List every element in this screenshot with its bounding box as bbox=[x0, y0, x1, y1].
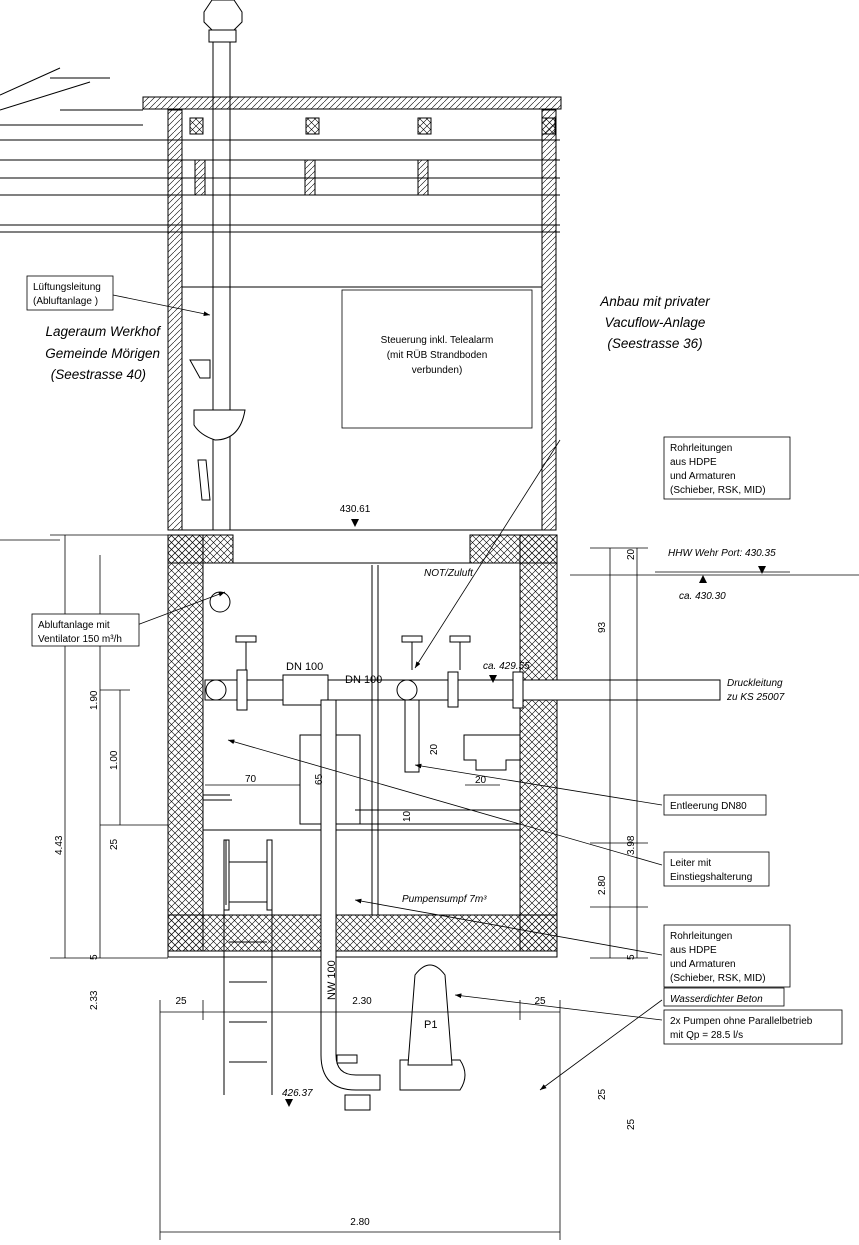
pumpen-line2: mit Qp = 28.5 l/s bbox=[670, 1030, 743, 1041]
abluft-line1: Abluftanlage mit bbox=[38, 620, 110, 631]
dim-right-93: 93 bbox=[597, 621, 608, 633]
dim-right-20: 20 bbox=[626, 548, 637, 560]
level-bottom: 426.37 bbox=[282, 1088, 313, 1099]
upper-walls bbox=[167, 109, 557, 531]
dim-left-233: 2.33 bbox=[89, 990, 100, 1010]
level-ca-ground: ca. 430.30 bbox=[679, 591, 726, 602]
right-room-line3: (Seestrasse 36) bbox=[607, 336, 702, 351]
dim-left-5: 5 bbox=[89, 954, 100, 960]
dim-inner-20a: 20 bbox=[429, 743, 440, 755]
dn100-label-b: DN 100 bbox=[345, 674, 382, 686]
dim-right-25a: 25 bbox=[597, 1088, 608, 1100]
left-room-line3: (Seestrasse 40) bbox=[51, 367, 146, 382]
p1-label: P1 bbox=[424, 1019, 437, 1031]
rohr-bottom-line1: Rohrleitungen bbox=[670, 931, 732, 942]
pumpensumpf-label: Pumpensumpf 7m³ bbox=[402, 894, 487, 905]
level-markers bbox=[285, 519, 766, 1107]
callout-boxes bbox=[26, 275, 843, 1045]
lueftung-line2: (Abluftanlage ) bbox=[33, 296, 98, 307]
dim-bottom-25a: 25 bbox=[175, 996, 187, 1007]
rohr-top-line4: (Schieber, RSK, MID) bbox=[670, 485, 766, 496]
dim-bottom-230: 2.30 bbox=[352, 996, 372, 1007]
level-top: 430.61 bbox=[340, 504, 371, 515]
dim-inner-65: 65 bbox=[314, 773, 325, 785]
steuerung-line3: verbunden) bbox=[412, 365, 463, 376]
rohr-bottom-line3: und Armaturen bbox=[670, 959, 736, 970]
rohr-top-line2: aus HDPE bbox=[670, 457, 717, 468]
lueftung-line1: Lüftungsleitung bbox=[33, 282, 101, 293]
druckleitung-line1: Druckleitung bbox=[727, 678, 783, 689]
rohr-top-line3: und Armaturen bbox=[670, 471, 736, 482]
rohr-top-line1: Rohrleitungen bbox=[670, 443, 732, 454]
dim-right-398: 3.98 bbox=[626, 835, 637, 855]
leiter-line2: Einstiegshalterung bbox=[670, 872, 752, 883]
dim-bottom-280: 2.80 bbox=[350, 1217, 370, 1228]
roof-structure bbox=[0, 67, 562, 233]
level-pipe: ca. 429.55 bbox=[483, 661, 530, 672]
level-hhw: HHW Wehr Port: 430.35 bbox=[668, 548, 776, 559]
leiter-line1: Leiter mit bbox=[670, 858, 711, 869]
abluft-line2: Ventilator 150 m³/h bbox=[38, 634, 122, 645]
dim-inner-20b: 20 bbox=[475, 775, 487, 786]
left-room-line2: Gemeinde Mörigen bbox=[45, 346, 160, 361]
dim-right-280: 2.80 bbox=[597, 875, 608, 895]
dim-inner-10: 10 bbox=[402, 810, 413, 822]
not-zuluft-label: NOT/Zuluft bbox=[424, 568, 474, 579]
druckleitung-line2: zu KS 25007 bbox=[726, 692, 785, 703]
dim-bottom-25b: 25 bbox=[534, 996, 546, 1007]
leader-lines bbox=[112, 294, 663, 1091]
dim-left-outer: 4.43 bbox=[54, 835, 65, 855]
rohr-bottom-line4: (Schieber, RSK, MID) bbox=[670, 973, 766, 984]
dim-left-100: 1.00 bbox=[109, 750, 120, 770]
left-room-line1: Lageraum Werkhof bbox=[45, 324, 161, 339]
piping bbox=[204, 565, 721, 1111]
steuerung-line1: Steuerung inkl. Telealarm bbox=[381, 335, 494, 346]
right-room-line2: Vacuflow-Anlage bbox=[605, 315, 706, 330]
pumpen-line1: 2x Pumpen ohne Parallelbetrieb bbox=[670, 1016, 813, 1027]
steuerung-line2: (mit RÜB Strandboden bbox=[387, 349, 488, 361]
dimension-lines bbox=[0, 534, 859, 1240]
dim-left-25: 25 bbox=[109, 838, 120, 850]
entleerung-label: Entleerung DN80 bbox=[670, 801, 747, 812]
ladder bbox=[223, 839, 273, 1095]
dim-right-5: 5 bbox=[626, 954, 637, 960]
rohr-bottom-line2: aus HDPE bbox=[670, 945, 717, 956]
beton-label: Wasserdichter Beton bbox=[670, 994, 763, 1005]
vent-stack bbox=[203, 0, 243, 530]
nw100-label: NW 100 bbox=[326, 960, 338, 1000]
dim-right-25b: 25 bbox=[626, 1118, 637, 1130]
dim-left-190: 1.90 bbox=[89, 690, 100, 710]
dn100-label-a: DN 100 bbox=[286, 661, 323, 673]
shaft-walls bbox=[167, 534, 558, 958]
right-room-line1: Anbau mit privater bbox=[599, 294, 710, 309]
dim-inner-70: 70 bbox=[245, 774, 257, 785]
